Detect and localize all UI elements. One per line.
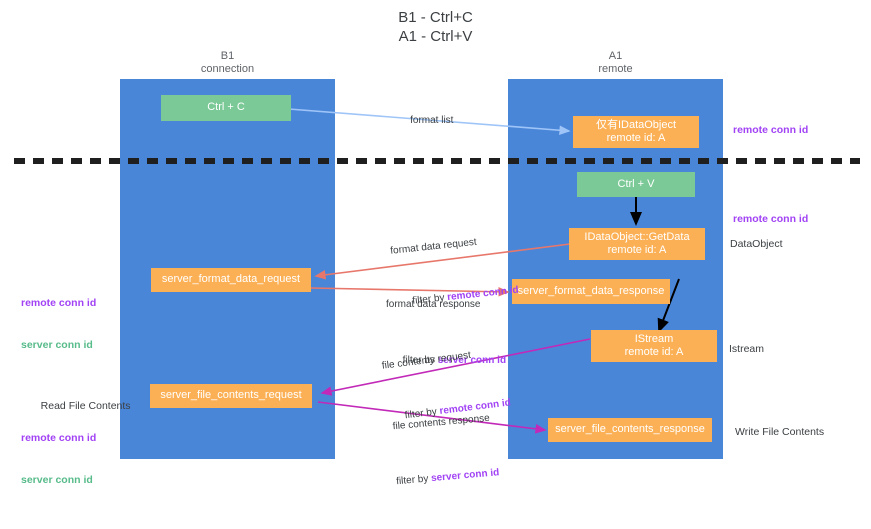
node-ctrl-v-label: Ctrl + V xyxy=(617,177,655,190)
right-annotation-remote-conn-id-top: remote conn id xyxy=(733,124,809,136)
edge-label-file-contents-request-main: file contents request xyxy=(381,349,472,372)
node-idataobject-getdata-label: IDataObject::GetData xyxy=(584,230,690,243)
arrow-format-data-response xyxy=(310,287,510,297)
edge-label-format-list-main: format list xyxy=(410,115,454,126)
diagram-canvas: B1 - Ctrl+C A1 - Ctrl+V B1 connection A1… xyxy=(14,9,860,487)
node-server-format-data-response[interactable]: server_format_data_response xyxy=(512,279,670,304)
node-server-file-contents-request-label: server_file_contents_request xyxy=(160,389,302,402)
left-annotation-read-file-contents-caption: Read File Contents xyxy=(29,385,131,427)
arrow-format-data-request xyxy=(314,243,571,280)
right-annotation-istream: Istream xyxy=(729,343,765,355)
node-idataobject-getdata[interactable]: IDataObject::GetData remote id: A xyxy=(569,228,705,260)
node-ctrl-c-label: Ctrl + C xyxy=(207,101,245,114)
left-annotation-read-file-server: server conn id xyxy=(21,474,93,486)
edge-label-format-data-response: format data response filter by server co… xyxy=(386,272,506,406)
edge-label-format-data-response-filter-key: server conn id xyxy=(437,355,507,366)
left-annotation-conn-ids-remote: remote conn id xyxy=(21,297,97,309)
edge-label-file-contents-response: file contents response filter by server … xyxy=(372,386,503,529)
read-file-contents-label: Read File Contents xyxy=(40,400,131,412)
edge-label-file-contents-response-filter-prefix: filter by xyxy=(395,473,432,488)
right-annotation-write-file-contents: Write File Contents xyxy=(735,426,825,438)
edge-label-format-data-response-main: format data response xyxy=(386,299,481,310)
node-istream[interactable]: IStream remote id: A xyxy=(591,330,717,362)
node-server-format-data-response-label: server_format_data_response xyxy=(517,284,665,297)
node-server-format-data-request[interactable]: server_format_data_request xyxy=(151,268,311,292)
node-server-file-contents-response-label: server_file_contents_response xyxy=(555,423,705,436)
arrow-file-contents-request xyxy=(320,338,591,396)
node-istream-sublabel: remote id: A xyxy=(624,346,684,358)
node-ctrl-c[interactable]: Ctrl + C xyxy=(161,95,291,121)
edge-label-file-contents-response-filter-key: server conn id xyxy=(430,467,500,485)
edge-label-format-data-request-main: format data request xyxy=(389,236,478,257)
node-server-file-contents-request[interactable]: server_file_contents_request xyxy=(150,384,312,408)
node-idataobject-label: 仅有IDataObject xyxy=(595,118,677,131)
right-annotation-remote-conn-id-mid: remote conn id xyxy=(733,213,809,225)
node-server-format-data-request-label: server_format_data_request xyxy=(161,273,301,286)
node-istream-label: IStream xyxy=(634,332,674,345)
page-title-line-1: B1 - Ctrl+C xyxy=(398,9,473,26)
page-title-line-2: A1 - Ctrl+V xyxy=(398,28,473,45)
left-annotation-read-file-conn-ids: remote conn id server conn id xyxy=(21,403,96,515)
node-idataobject[interactable]: 仅有IDataObject remote id: A xyxy=(573,116,699,148)
left-annotation-read-file-remote: remote conn id xyxy=(21,432,97,444)
node-ctrl-v[interactable]: Ctrl + V xyxy=(577,172,695,197)
edge-label-format-data-response-filter-prefix: filter by xyxy=(402,355,438,366)
edge-label-file-contents-response-main: file contents response xyxy=(392,412,491,433)
lane-header-a1-line-2: remote xyxy=(598,63,633,75)
node-server-file-contents-response[interactable]: server_file_contents_response xyxy=(548,418,712,442)
left-annotation-conn-ids-server: server conn id xyxy=(21,339,93,351)
lane-header-b1-line-2: connection xyxy=(200,63,255,75)
node-idataobject-sublabel: remote id: A xyxy=(606,132,666,144)
edge-label-format-list: format list xyxy=(399,101,453,140)
lane-header-b1-line-1: B1 xyxy=(220,50,235,62)
arrow-format-list xyxy=(275,107,571,136)
left-annotation-conn-ids: remote conn id server conn id xyxy=(21,268,96,380)
lane-header-a1-line-1: A1 xyxy=(608,50,623,62)
node-idataobject-getdata-sublabel: remote id: A xyxy=(607,244,667,256)
right-annotation-dataobject: DataObject xyxy=(730,238,783,250)
arrow-response-to-istream xyxy=(657,278,680,333)
arrow-file-contents-response xyxy=(317,401,547,434)
